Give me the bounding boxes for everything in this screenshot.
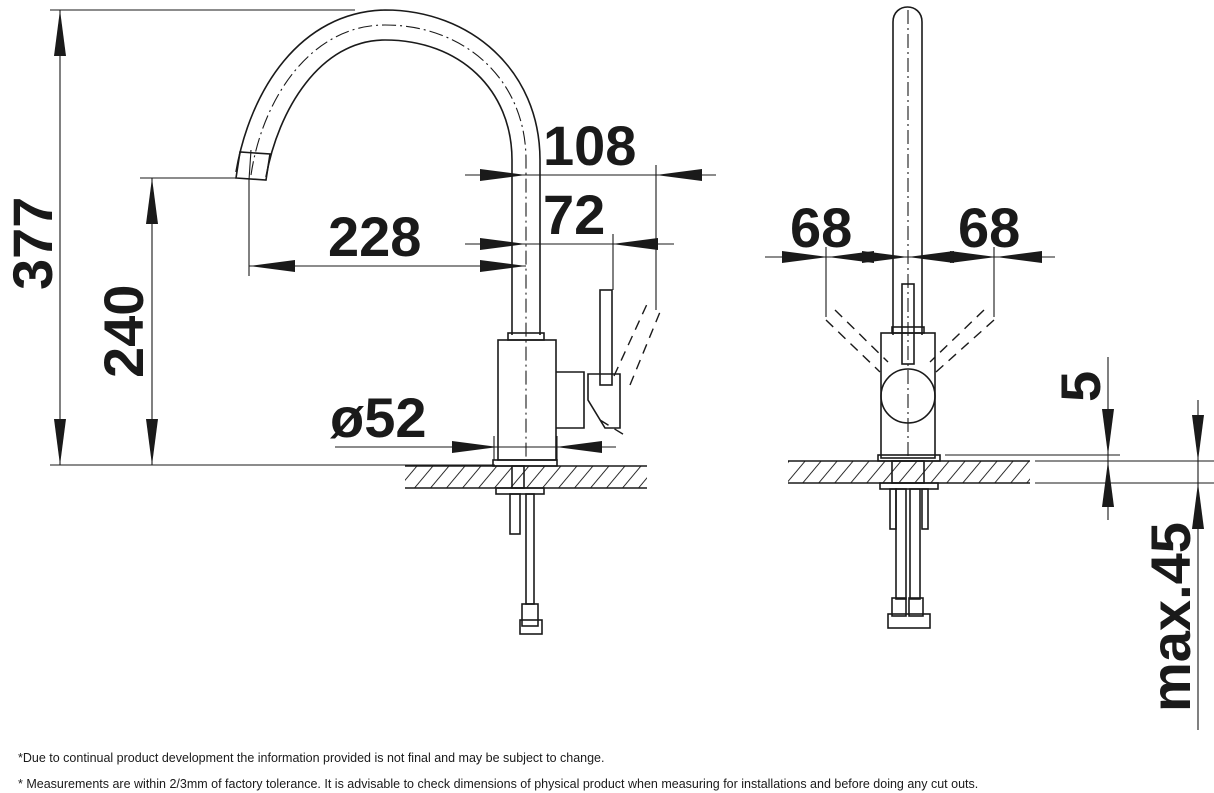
dim-lever-reach: 72	[543, 183, 605, 246]
dim-base-diameter: ø52	[330, 386, 427, 449]
dim-base-plate-thickness: 5	[1049, 371, 1112, 402]
dim-total-height: 377	[1, 197, 64, 290]
dim-lever-swing-left: 68	[790, 196, 852, 259]
side-view	[50, 9, 716, 635]
dim-lever-reach-max: 108	[543, 114, 636, 177]
dim-spout-height: 240	[92, 285, 155, 378]
footnote-development: *Due to continual product development th…	[18, 751, 605, 765]
front-view	[765, 6, 1214, 730]
dim-max-worktop-thickness: max.45	[1139, 522, 1202, 712]
dim-lever-swing-right: 68	[958, 196, 1020, 259]
footnote-tolerance: * Measurements are within 2/3mm of facto…	[18, 777, 979, 791]
dim-spout-reach: 228	[328, 205, 421, 268]
